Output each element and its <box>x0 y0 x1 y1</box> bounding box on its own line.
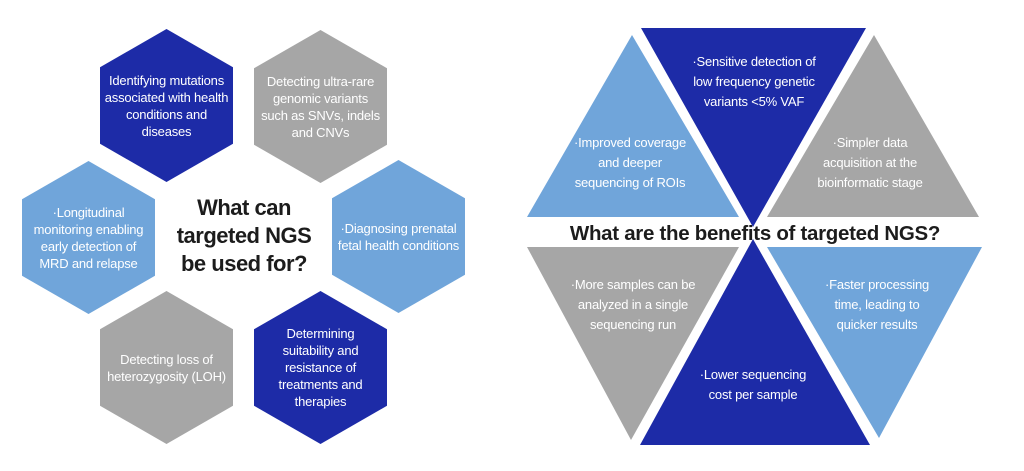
hexagon-top-left-label: Identifying mutations associated with he… <box>104 72 229 139</box>
triangle-bottom-right-label: ·Faster processing time, leading to quic… <box>824 277 930 332</box>
triangle-top-right-label: ·Simpler data acquisition at the bioinfo… <box>817 135 923 190</box>
triangle-bottom-left-shape <box>527 247 739 440</box>
hexagon-mid-left-label: ·Longitudinal monitoring enabling early … <box>33 204 144 271</box>
triangle-top-label: ·Sensitive detection of low frequency ge… <box>692 54 816 109</box>
triangle-bottom-right-shape <box>767 247 982 438</box>
hexagon-bottom-left: Detecting loss of heterozygosity (LOH) <box>100 291 233 444</box>
hexagon-bottom-right: Determining suitability and resistance o… <box>254 291 387 444</box>
triangle-fan-graphic <box>527 28 982 445</box>
hexagon-mid-left: ·Longitudinal monitoring enabling early … <box>22 161 155 314</box>
triangle-bottom-left-label: ·More samples can be analyzed in a singl… <box>570 277 696 332</box>
triangle-bottom-shape <box>640 239 870 445</box>
hexagon-mid-right-label: ·Diagnosing prenatal fetal health condit… <box>337 220 460 253</box>
hexagon-mid-right: ·Diagnosing prenatal fetal health condit… <box>332 160 465 313</box>
hexagon-top-right-label: Detecting ultra-rare genomic variants su… <box>261 73 380 140</box>
hexagon-top-left: Identifying mutations associated with he… <box>100 29 233 182</box>
triangle-bottom-label: ·Lower sequencing cost per sample <box>699 367 807 402</box>
hexagon-bottom-right-label: Determining suitability and resistance o… <box>278 326 363 409</box>
triangle-top-shape <box>641 28 866 227</box>
left-diagram-title: What can targeted NGS be used for? <box>176 195 312 276</box>
triangle-top-right-shape <box>767 35 979 217</box>
triangle-top-left-label: ·Improved coverage and deeper sequencing… <box>573 135 686 190</box>
right-diagram: ·Sensitive detection of low frequency ge… <box>505 10 1017 465</box>
right-diagram-title: What are the benefits of targeted NGS? <box>569 222 941 245</box>
left-diagram: Identifying mutations associated with he… <box>0 0 500 471</box>
triangle-top-left-shape <box>527 35 739 217</box>
hexagon-bottom-left-label: Detecting loss of heterozygosity (LOH) <box>107 351 226 384</box>
hexagon-top-right: Detecting ultra-rare genomic variants su… <box>254 30 387 183</box>
